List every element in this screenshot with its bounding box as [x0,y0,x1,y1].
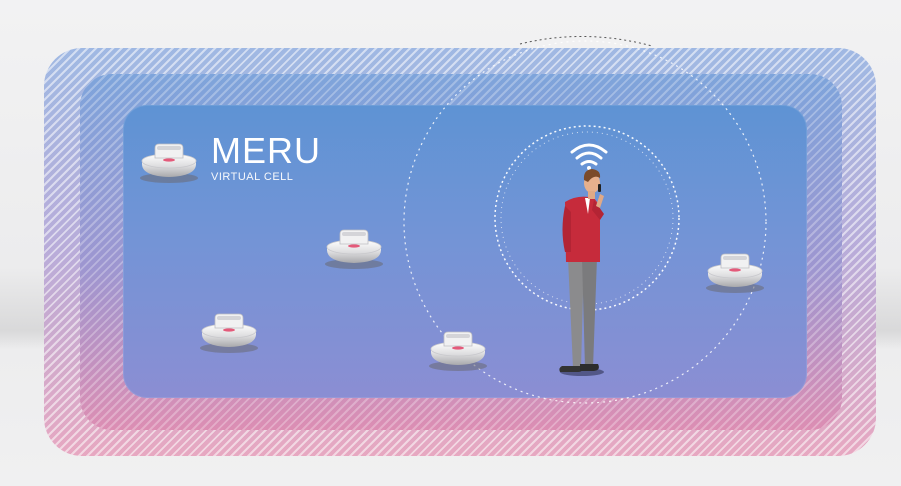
access-point-icon [706,254,764,293]
access-point-icon [429,332,487,371]
access-point-icon [200,314,258,353]
access-point-icon [140,144,198,183]
access-point-icon [325,230,383,269]
person-on-phone-icon [559,169,604,376]
wifi-signal-icon [572,145,606,170]
